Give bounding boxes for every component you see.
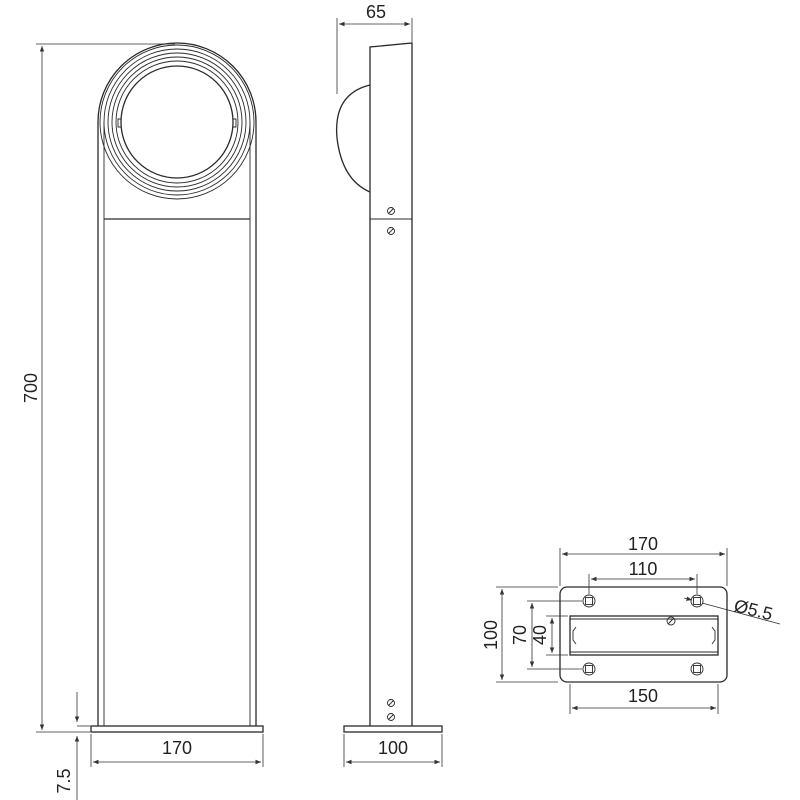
screw-icon [387, 699, 395, 707]
hole-spacing-label: 110 [629, 559, 658, 579]
mounting-hole-icon [690, 662, 704, 676]
cable-slot [569, 615, 719, 656]
side-dimensions: 65 100 [336, 2, 443, 767]
lamp-rings [99, 44, 255, 200]
screw-icon [387, 227, 395, 235]
front-dimensions: 700 7.5 170 [21, 43, 264, 800]
mounting-hole-icon [690, 594, 704, 608]
base-plate-dimensions: 170 110 Ø5.5 100 70 40 150 [481, 534, 781, 714]
mounting-hole-icon [582, 594, 596, 608]
front-width-label: 170 [162, 738, 192, 758]
side-depth-label: 65 [366, 2, 386, 22]
hole-diameter-label: Ø5.5 [732, 595, 775, 624]
base-thickness-label: 7.5 [54, 768, 74, 793]
plate-width-label: 170 [628, 534, 658, 554]
front-base-plate [90, 725, 264, 733]
hole-row-spacing-label: 70 [510, 625, 530, 645]
screw-icon [666, 616, 676, 626]
plate-height-label: 100 [481, 620, 501, 650]
screw-icon [387, 713, 395, 721]
screw-icon [387, 207, 395, 215]
base-plate-view [559, 586, 728, 683]
front-view [90, 42, 264, 733]
slot-height-label: 40 [530, 625, 550, 645]
mounting-hole-icon [582, 662, 596, 676]
side-base-plate [343, 725, 443, 733]
side-view [335, 42, 443, 733]
side-base-label: 100 [378, 738, 408, 758]
slot-width-label: 150 [628, 686, 658, 706]
height-700-label: 700 [21, 373, 41, 403]
